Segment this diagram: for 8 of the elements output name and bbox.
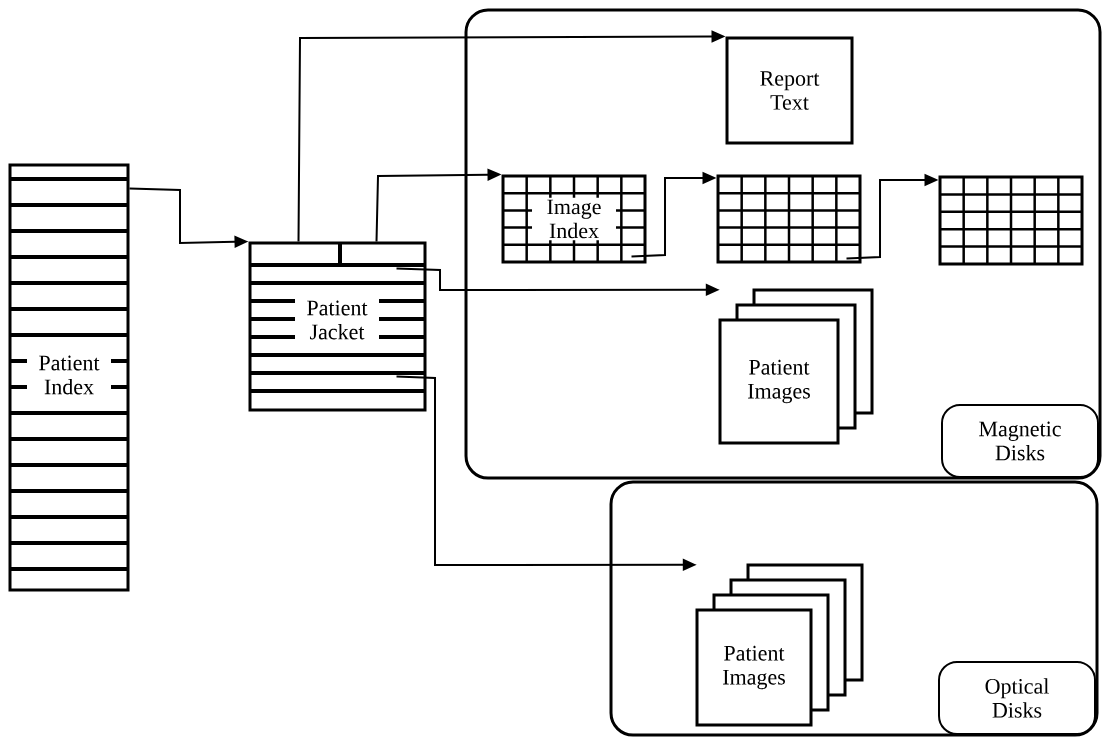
index-grid: Image Index [501, 174, 647, 264]
index-table: Patient Index [8, 163, 130, 592]
image-stack: Patient Images [695, 563, 864, 727]
process-box: Report Text [725, 36, 854, 145]
grid-table [938, 175, 1084, 266]
image-stack: Patient Images [718, 288, 874, 445]
jacket-table: Patient Jacket [248, 241, 427, 412]
grid-table [716, 174, 862, 264]
